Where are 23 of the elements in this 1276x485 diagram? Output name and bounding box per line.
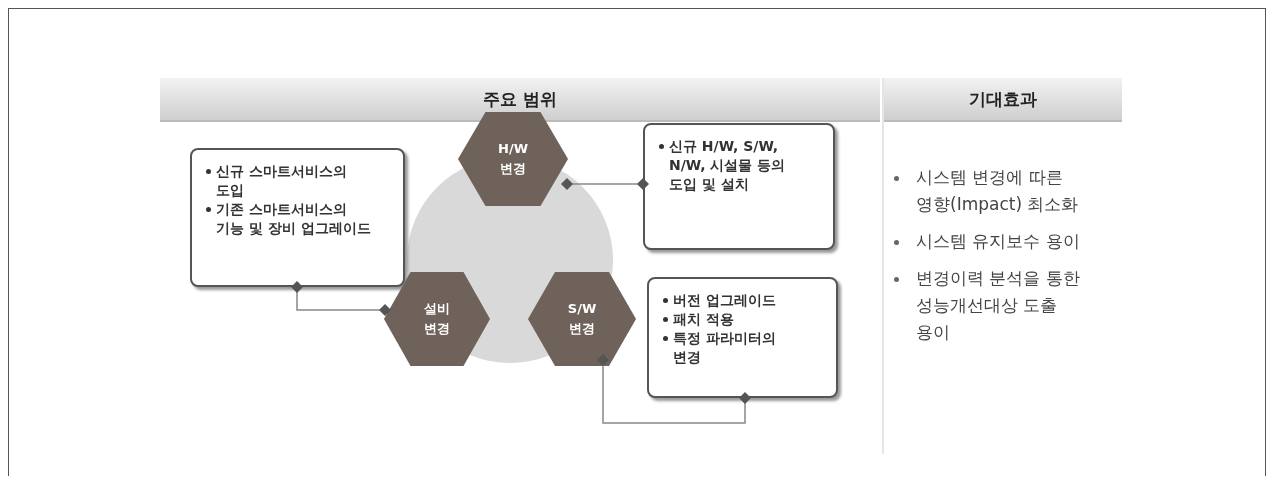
bullet-text: 버전 업그레이드: [663, 291, 806, 310]
hexagon: [528, 272, 636, 366]
hexagon-label: 설비 변경: [423, 300, 451, 338]
bullet-box: [647, 277, 838, 398]
bullet-text: 시스템 변경에 따른 영향(Impact) 최소화: [888, 164, 1088, 218]
hexagon: [458, 112, 568, 206]
bullet-text: 특정 파라미터의 변경: [663, 329, 806, 367]
connector: [561, 178, 649, 190]
connector: [291, 281, 391, 316]
bullet-text: 신규 H/W, S/W, N/W, 시설물 등의 도입 및 설치: [659, 137, 803, 194]
bullet-text: 시스템 유지보수 용이: [888, 228, 1088, 255]
hexagon: [384, 272, 490, 366]
column-heading: 기대효과: [884, 78, 1122, 122]
connector: [597, 354, 751, 424]
bullet-box: [643, 123, 835, 250]
column-heading: 주요 범위: [160, 78, 880, 122]
bullet-text: 기존 스마트서비스의 기능 및 장비 업그레이드: [206, 200, 373, 238]
bullet-text: 변경이력 분석을 통한 성능개선대상 도출 용이: [888, 265, 1088, 346]
hexagon-label: H/W 변경: [497, 140, 529, 178]
hexagon-label: S/W 변경: [566, 300, 598, 338]
bullet-text: 신규 스마트서비스의 도입: [206, 162, 373, 200]
bullet-box: [190, 148, 405, 287]
bullet-text: 패치 적용: [663, 310, 806, 329]
